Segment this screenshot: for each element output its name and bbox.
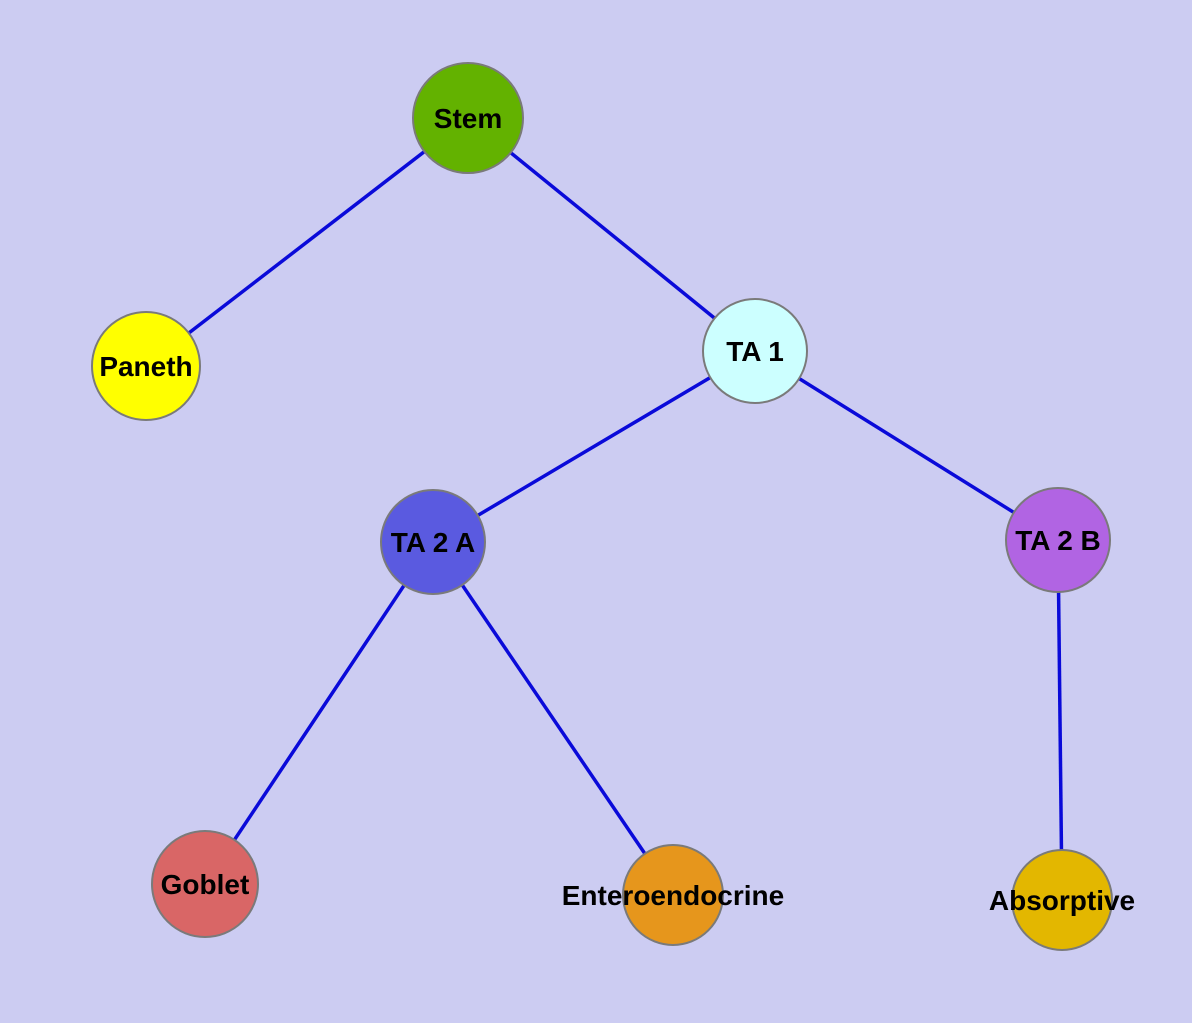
node-circle-ta-2-b[interactable] xyxy=(1005,487,1111,593)
node-circle-enteroendocrine[interactable] xyxy=(622,844,724,946)
node-absorptive[interactable]: Absorptive xyxy=(989,849,1135,951)
edge-ta-2-b-to-absorptive xyxy=(1056,539,1064,901)
node-circle-paneth[interactable] xyxy=(91,311,201,421)
node-enteroendocrine[interactable]: Enteroendocrine xyxy=(562,844,784,946)
node-ta-1[interactable]: TA 1 xyxy=(702,298,808,404)
node-stem[interactable]: Stem xyxy=(412,62,524,174)
edge-ta-2-a-to-goblet xyxy=(203,541,435,885)
edge-stem-to-ta-1 xyxy=(466,116,757,353)
edge-ta-2-a-to-enteroendocrine xyxy=(431,541,675,896)
edge-stem-to-paneth xyxy=(144,116,470,368)
node-circle-absorptive[interactable] xyxy=(1011,849,1113,951)
node-circle-stem[interactable] xyxy=(412,62,524,174)
node-ta-2-a[interactable]: TA 2 A xyxy=(380,489,486,595)
node-ta-2-b[interactable]: TA 2 B xyxy=(1005,487,1111,593)
node-circle-ta-2-a[interactable] xyxy=(380,489,486,595)
edge-ta-1-to-ta-2-a xyxy=(432,349,756,544)
node-paneth[interactable]: Paneth xyxy=(91,311,201,421)
node-circle-goblet[interactable] xyxy=(151,830,259,938)
edge-ta-1-to-ta-2-b xyxy=(754,349,1059,542)
node-goblet[interactable]: Goblet xyxy=(151,830,259,938)
node-circle-ta-1[interactable] xyxy=(702,298,808,404)
